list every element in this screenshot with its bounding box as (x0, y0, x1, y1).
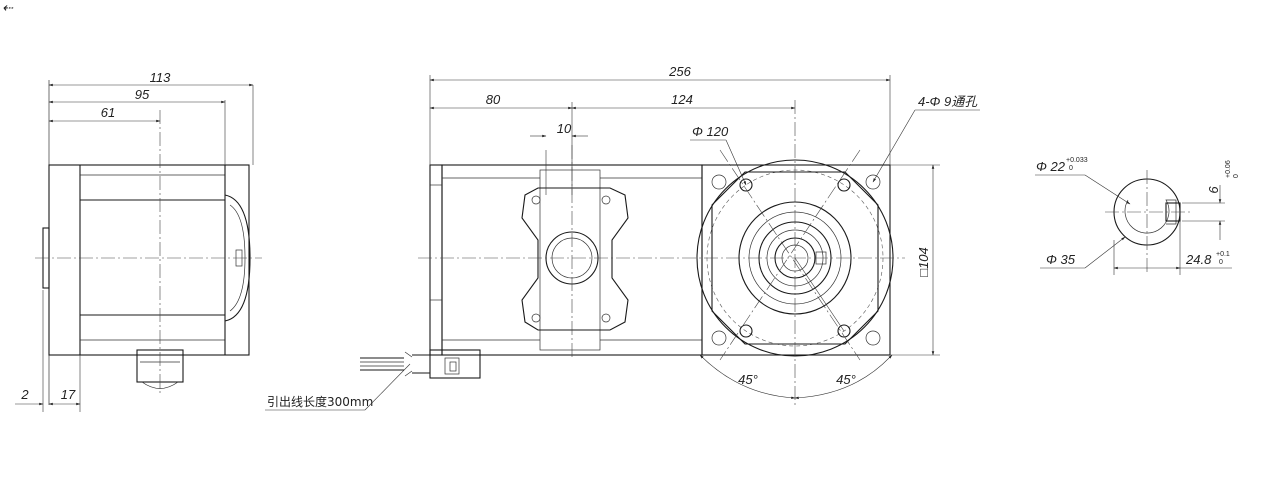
dim-bore: Φ 22 (1036, 159, 1066, 174)
dim-256: 256 (668, 64, 691, 79)
dim-17: 17 (61, 387, 76, 402)
dim-hub: Φ 35 (1046, 252, 1076, 267)
dim-square-104: □104 (916, 247, 931, 277)
dim-angle-left: 45° (738, 372, 758, 387)
dim-holes: 4-Φ 9通孔 (918, 94, 978, 109)
dim-113: 113 (150, 70, 171, 85)
dim-2: 2 (20, 387, 29, 402)
dim-key-depth-tol-upper: +0.1 (1216, 251, 1230, 258)
dim-bore-tol-lower: 0 (1069, 165, 1073, 172)
dim-10: 10 (557, 121, 572, 136)
dim-bore-tol-upper: +0.033 (1066, 157, 1088, 164)
dim-95: 95 (135, 87, 150, 102)
corner-mark: ⇠ (2, 0, 14, 15)
dim-key-tol-upper: +0.06 (1225, 160, 1232, 178)
side-body (48, 164, 250, 356)
dim-key-width: 6 (1206, 186, 1221, 194)
dim-pcd-120: Φ 120 (692, 124, 729, 139)
dim-61: 61 (101, 105, 115, 120)
dim-124: 124 (671, 92, 693, 107)
dim-key-depth-tol-lower: 0 (1219, 259, 1223, 266)
dim-key-depth: 24.8 (1185, 252, 1212, 267)
front-output-flange (521, 187, 629, 331)
front-cable-gland (429, 349, 481, 379)
dim-key-tol-lower: 0 (1233, 174, 1240, 178)
dim-80: 80 (486, 92, 501, 107)
front-view: 引出线长度300mm 256 80 124 10 Φ 120 4-Φ 9通孔 □… (265, 64, 980, 411)
shaft-view: Φ 22 +0.033 0 Φ 35 6 +0.06 0 24.8 +0.1 0 (1035, 157, 1240, 275)
dim-angle-right: 45° (836, 372, 856, 387)
lead-length-label: 引出线长度300mm (267, 394, 373, 409)
side-view: 113 95 61 2 17 (15, 70, 262, 412)
